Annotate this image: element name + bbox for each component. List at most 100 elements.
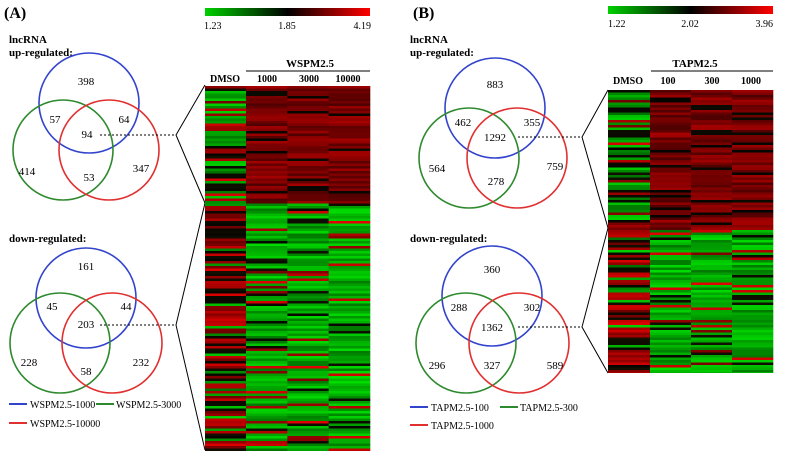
- heatmap-cell: [205, 236, 246, 239]
- venn-count: 1362: [481, 322, 503, 334]
- heatmap-cell: [287, 383, 329, 386]
- heatmap-cell: [328, 223, 371, 226]
- heatmap-cell: [608, 335, 650, 338]
- heatmap-cell: [246, 261, 288, 264]
- venn-count: 589: [547, 360, 564, 372]
- heatmap-cell: [650, 230, 692, 233]
- heatmap-cell: [732, 230, 774, 233]
- heatmap-cell: [691, 137, 733, 140]
- heatmap-cell: [205, 396, 246, 399]
- heatmap-cell: [287, 356, 329, 359]
- heatmap-cell: [608, 222, 650, 225]
- heatmap-cell: [732, 130, 774, 133]
- heatmap-cell: [608, 127, 650, 130]
- heatmap-cell: [287, 271, 329, 274]
- heatmap-cell: [691, 265, 733, 268]
- heatmap-cell: [328, 91, 371, 94]
- heatmap-cell: [287, 131, 329, 134]
- heatmap-cell: [732, 215, 774, 218]
- heatmap-cell: [691, 192, 733, 195]
- heatmap-cell: [287, 448, 329, 451]
- heatmap-cell: [287, 201, 329, 204]
- heatmap-cell: [691, 135, 733, 138]
- heatmap-cell: [205, 233, 246, 236]
- heatmap-cell: [732, 160, 774, 163]
- heatmap-cell: [328, 421, 371, 424]
- heatmap-cell: [205, 163, 246, 166]
- heatmap-cell: [287, 248, 329, 251]
- heatmap-cell: [732, 102, 774, 105]
- heatmap-cell: [328, 378, 371, 381]
- heatmap-cell: [691, 252, 733, 255]
- panel-a-heatmap: [205, 86, 371, 451]
- heatmap-cell: [608, 362, 650, 365]
- heatmap-cell: [205, 246, 246, 249]
- heatmap-cell: [691, 102, 733, 105]
- heatmap-cell: [287, 441, 329, 444]
- heatmap-cell: [650, 157, 692, 160]
- heatmap-cell: [608, 122, 650, 125]
- heatmap-cell: [732, 90, 774, 93]
- heatmap-cell: [287, 306, 329, 309]
- heatmap-cell: [205, 371, 246, 374]
- scale-min-label: 1.23: [204, 21, 222, 32]
- heatmap-cell: [287, 333, 329, 336]
- heatmap-cell: [732, 342, 774, 345]
- heatmap-cell: [328, 436, 371, 439]
- heatmap-cell: [205, 398, 246, 401]
- heatmap-cell: [732, 297, 774, 300]
- panel-a-down-label: down-regulated:: [9, 233, 86, 245]
- heatmap-cell: [608, 207, 650, 210]
- heatmap-cell: [328, 308, 371, 311]
- heatmap-cell: [650, 352, 692, 355]
- heatmap-cell: [691, 362, 733, 365]
- heatmap-cell: [691, 157, 733, 160]
- heatmap-cell: [732, 290, 774, 293]
- heatmap-cell: [691, 115, 733, 118]
- heatmap-cell: [287, 101, 329, 104]
- heatmap-cell: [650, 162, 692, 165]
- heatmap-cell: [246, 371, 288, 374]
- heatmap-cell: [732, 300, 774, 303]
- heatmap-cell: [205, 186, 246, 189]
- heatmap-cell: [691, 120, 733, 123]
- heatmap-cell: [246, 271, 288, 274]
- heatmap-cell: [205, 258, 246, 261]
- panel-b: (B) lncRNA up-regulated: 883 462 1292 35…: [410, 5, 774, 432]
- heatmap-cell: [205, 143, 246, 146]
- heatmap-cell: [650, 170, 692, 173]
- heatmap-cell: [328, 176, 371, 179]
- heatmap-cell: [205, 108, 246, 111]
- heatmap-cell: [691, 242, 733, 245]
- heatmap-cell: [246, 121, 288, 124]
- heatmap-cell: [205, 306, 246, 309]
- heatmap-cell: [205, 98, 246, 101]
- heatmap-cell: [608, 185, 650, 188]
- heatmap-cell: [246, 168, 288, 171]
- heatmap-cell: [205, 348, 246, 351]
- heatmap-cell: [691, 202, 733, 205]
- heatmap-cell: [205, 331, 246, 334]
- heatmap-cell: [205, 198, 246, 201]
- heatmap-cell: [650, 357, 692, 360]
- heatmap-cell: [691, 127, 733, 130]
- heatmap-cell: [205, 343, 246, 346]
- heatmap-cell: [287, 196, 329, 199]
- heatmap-cell: [732, 247, 774, 250]
- heatmap-cell: [246, 218, 288, 221]
- heatmap-cell: [732, 112, 774, 115]
- heatmap-cell: [732, 137, 774, 140]
- heatmap-cell: [732, 197, 774, 200]
- heatmap-cell: [328, 446, 371, 449]
- heatmap-cell: [650, 312, 692, 315]
- heatmap-cell: [732, 92, 774, 95]
- heatmap-cell: [205, 218, 246, 221]
- heatmap-cell: [328, 271, 371, 274]
- venn-circle-red: [468, 292, 570, 394]
- heatmap-cell: [608, 365, 650, 368]
- heatmap-cell: [650, 330, 692, 333]
- heatmap-cell: [287, 188, 329, 191]
- venn-count: 462: [455, 117, 472, 129]
- heatmap-cell: [287, 166, 329, 169]
- heatmap-cell: [246, 186, 288, 189]
